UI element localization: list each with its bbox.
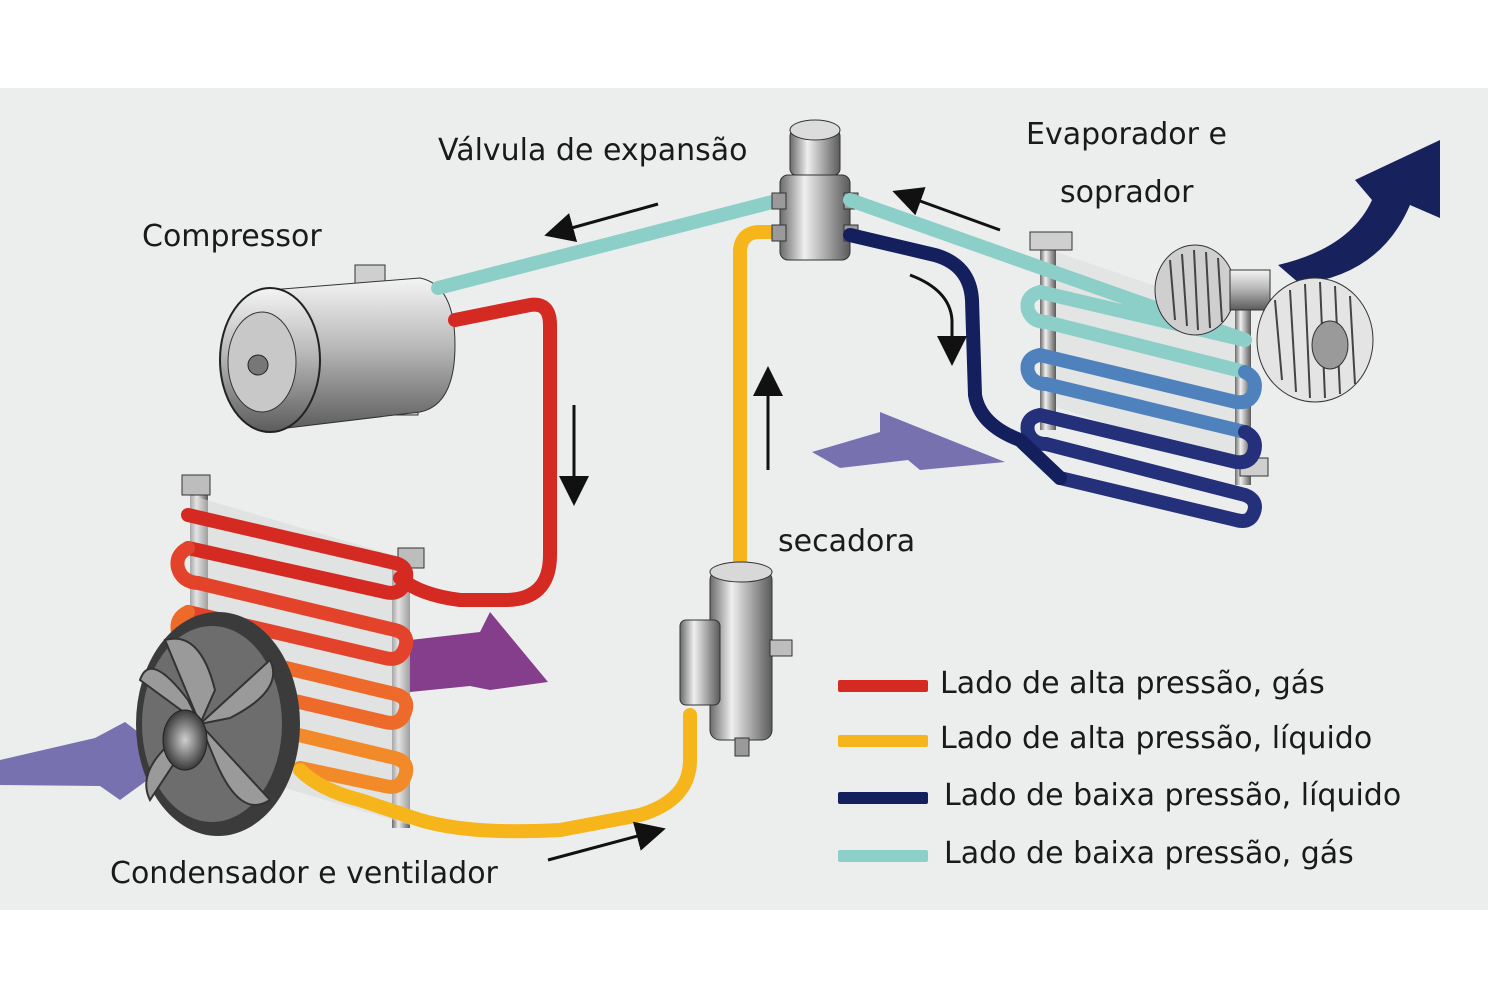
legend-item-high-gas: Lado de alta pressão, gás: [838, 666, 1458, 706]
high-pressure-liquid-pipe-to-valve: [733, 225, 789, 587]
evaporator-label-line1: Evaporador e: [1026, 117, 1227, 152]
legend-text-high-liquid: Lado de alta pressão, líquido: [940, 721, 1373, 756]
high-pressure-gas-pipe: [393, 297, 557, 607]
condenser-intake-airflow-arrow: [0, 722, 175, 800]
legend-swatch-high-liquid: [838, 735, 928, 747]
legend-text-low-liquid: Lado de baixa pressão, líquido: [944, 778, 1402, 813]
evaporator-label-line2: soprador: [1060, 175, 1194, 210]
condenser-label: Condensador e ventilador: [110, 856, 498, 891]
flow-arrow-to-dryer: [547, 821, 666, 862]
evaporator: [1020, 231, 1269, 528]
legend-swatch-high-gas: [838, 680, 928, 692]
condenser-fan: [136, 612, 300, 836]
low-pressure-gas-pipe-to-compressor: [431, 193, 787, 295]
expansion-valve: [771, 119, 859, 261]
evaporator-blower: [1154, 244, 1374, 403]
dryer-label: secadora: [778, 524, 916, 559]
dryer-receiver: [679, 561, 793, 757]
legend-item-low-gas: Lado de baixa pressão, gás: [838, 836, 1458, 876]
evaporator-intake-airflow-arrow: [812, 412, 1005, 470]
flow-arrow-to-evaporator: [909, 273, 967, 366]
expansion-valve-label: Válvula de expansão: [438, 133, 748, 168]
condenser-exhaust-airflow-arrow: [410, 612, 548, 692]
legend-swatch-low-gas: [838, 850, 928, 862]
flow-arrow-from-evaporator: [892, 187, 1001, 232]
legend-swatch-low-liquid: [838, 792, 928, 804]
compressor: [219, 264, 456, 433]
legend-item-high-liquid: Lado de alta pressão, líquido: [838, 721, 1458, 761]
high-pressure-liquid-pipe-to-dryer: [293, 708, 697, 839]
low-pressure-liquid-pipe: [843, 228, 1067, 485]
blower-output-airflow-arrow: [1278, 140, 1440, 284]
compressor-label: Compressor: [142, 219, 322, 254]
flow-arrow-to-compressor: [544, 202, 659, 243]
legend-text-low-gas: Lado de baixa pressão, gás: [944, 836, 1354, 871]
legend-item-low-liquid: Lado de baixa pressão, líquido: [838, 778, 1458, 818]
legend-text-high-gas: Lado de alta pressão, gás: [940, 666, 1325, 701]
